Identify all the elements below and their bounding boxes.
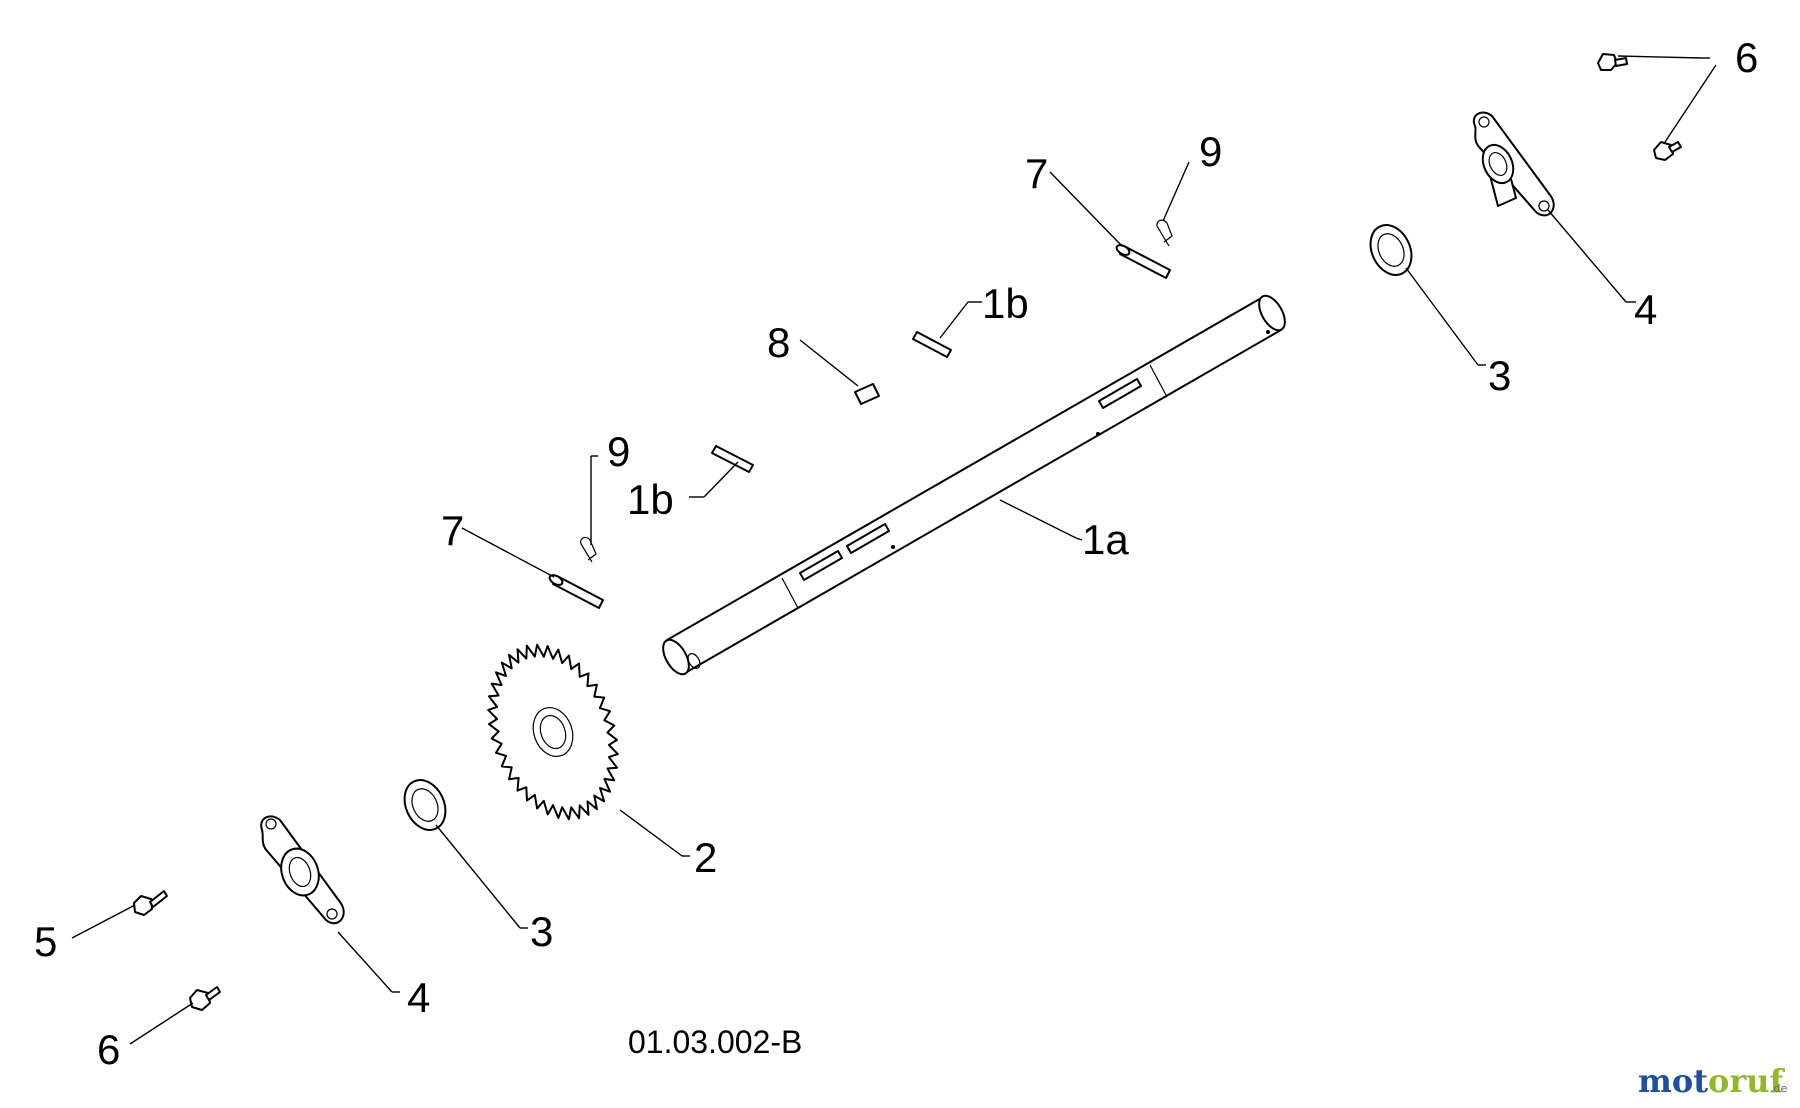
callout-1a: 1a	[1082, 516, 1129, 563]
callout-1b-lower: 1b	[627, 476, 674, 523]
sprocket-part	[487, 643, 619, 821]
bearing-flange-right-part	[1472, 111, 1555, 217]
callout-2: 2	[694, 834, 717, 881]
callout-3-left: 3	[530, 908, 553, 955]
drawing-code: 01.03.002-B	[628, 1024, 802, 1060]
pin-7-left-part	[548, 574, 604, 609]
key-8-part	[854, 383, 880, 405]
clip-9-left-part	[580, 536, 597, 563]
logo-tld: .de	[1770, 1082, 1787, 1095]
callout-4-right: 4	[1634, 286, 1657, 333]
svg-text:motoruf: motoruf	[1638, 1062, 1785, 1100]
bolt-6-left-part	[189, 986, 221, 1011]
pin-7-right-part	[1115, 244, 1171, 279]
callout-8: 8	[767, 319, 790, 366]
callout-9-left: 9	[607, 428, 630, 475]
callout-6-left: 6	[97, 1026, 120, 1073]
callout-6-right: 6	[1735, 34, 1758, 81]
bolt-6-upper-part	[1597, 53, 1628, 71]
callout-1b-upper: 1b	[982, 280, 1029, 327]
washer-left-part	[403, 779, 447, 831]
callout-5: 5	[34, 918, 57, 965]
clip-9-right-part	[1156, 219, 1173, 247]
callout-9-right: 9	[1199, 128, 1222, 175]
bolt-6-lower-part	[1653, 141, 1682, 161]
bolt-5-part	[133, 890, 168, 916]
key-1b-upper-part	[912, 331, 952, 358]
motoruf-logo: motoruf .de	[1638, 1062, 1787, 1100]
washer-right-part	[1369, 224, 1413, 276]
logo-oruf: oruf	[1708, 1062, 1785, 1100]
shaft-part	[662, 294, 1286, 676]
leader-lines	[71, 55, 1717, 1045]
callout-4-left: 4	[407, 974, 430, 1021]
callout-7-left: 7	[441, 507, 464, 554]
bearing-flange-left-part	[260, 815, 345, 925]
callout-3-right: 3	[1488, 352, 1511, 399]
key-1b-lower-part	[711, 445, 754, 473]
callout-7-right: 7	[1025, 150, 1048, 197]
logo-mot: mot	[1638, 1062, 1708, 1100]
